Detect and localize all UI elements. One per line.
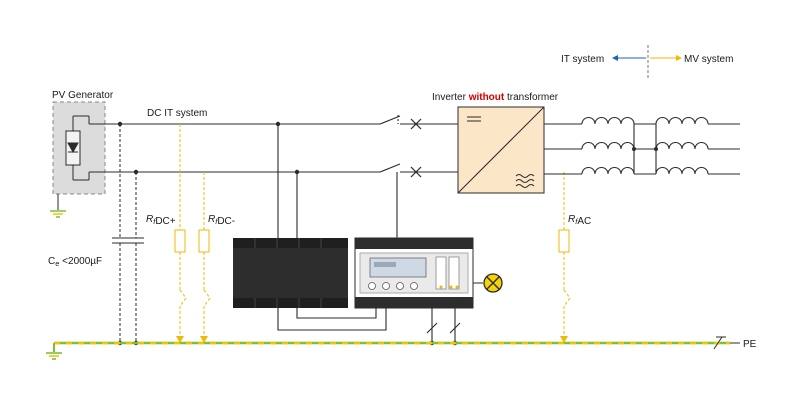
pe-conductor	[46, 336, 740, 360]
junction-dots	[117, 121, 458, 346]
device-button-3	[396, 282, 404, 290]
it-arrow-head	[612, 55, 618, 61]
ac-output	[544, 123, 740, 175]
dc-bus	[89, 115, 458, 173]
device-button-4	[410, 282, 418, 290]
transformer-coil-icon	[581, 116, 709, 175]
pv-module-icon	[65, 115, 90, 181]
resistor-rf-dc-plus	[174, 229, 186, 253]
resistor-rf-dc-minus	[198, 229, 210, 253]
rf-dc-plus-label: RfDC+	[146, 214, 176, 227]
earth-capacitance-ce	[112, 124, 144, 343]
pv-generator: PV Generator	[50, 90, 114, 218]
mv-arrow-head	[676, 55, 682, 61]
insulation-monitoring-device	[354, 237, 474, 309]
mv-system-label: MV system	[684, 54, 733, 65]
monitor-connections	[277, 124, 461, 343]
breaker-marks	[410, 118, 422, 178]
device-button-2	[382, 282, 390, 290]
rf-ac-label: RfAC	[568, 214, 591, 227]
fault-resistance-paths	[179, 124, 571, 336]
inverter-icon	[457, 106, 545, 194]
rf-dc-minus-label: RfDC-	[208, 214, 235, 227]
fault-arrowheads	[176, 336, 568, 343]
ground-icon	[46, 352, 62, 360]
device-button-1	[368, 282, 376, 290]
ce-label: Ce <2000µF	[48, 256, 102, 268]
resistor-rf-ac	[558, 229, 570, 253]
dc-switch-plus	[379, 115, 401, 125]
system-boundary-legend: IT system MV system	[561, 45, 733, 80]
coupling-device	[233, 238, 348, 308]
signal-lamp-icon	[473, 273, 503, 293]
fault-resistors	[174, 229, 570, 253]
dc-switch-minus	[379, 163, 401, 173]
it-system-label: IT system	[561, 54, 604, 65]
dc-it-system-label: DC IT system	[147, 108, 207, 119]
device-display	[369, 257, 427, 278]
inverter-label: Inverter without transformer	[432, 92, 559, 103]
pv-generator-label: PV Generator	[52, 90, 114, 101]
pe-label: PE	[743, 339, 757, 350]
ground-icon	[50, 210, 66, 218]
